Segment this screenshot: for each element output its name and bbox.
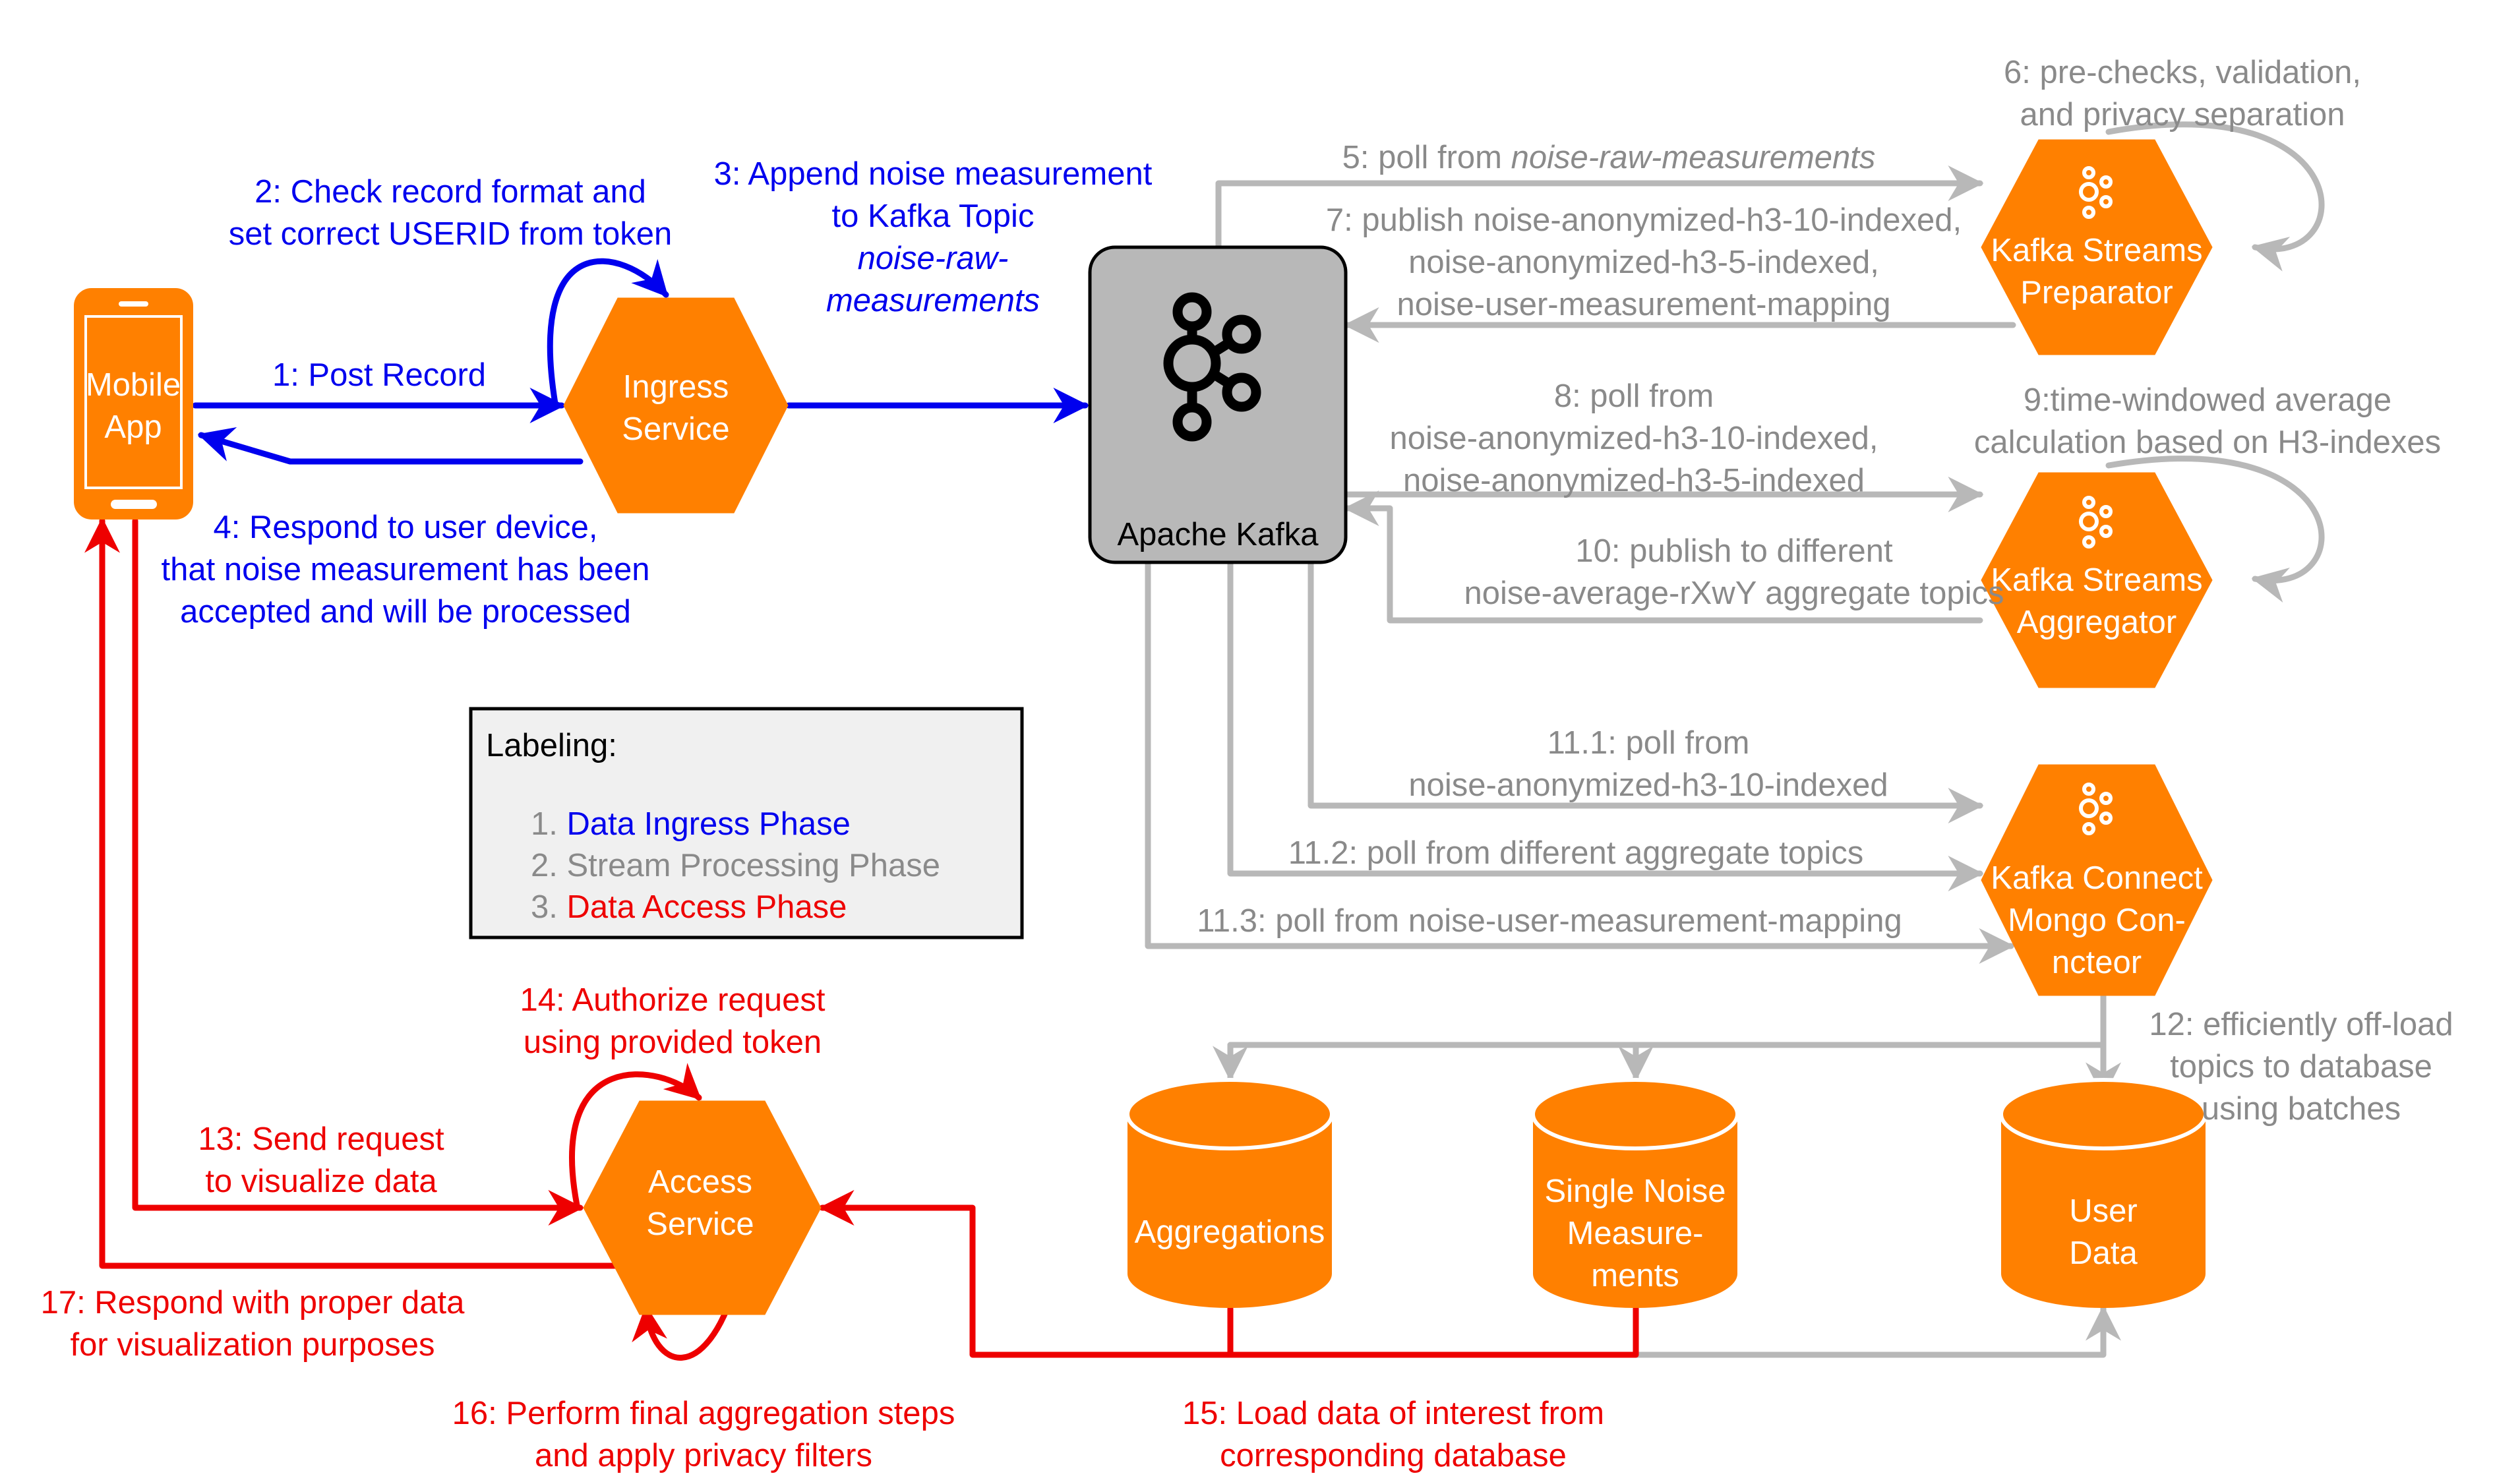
step-11-3-label: 11.3: poll from noise-user-measurement-m… — [1197, 903, 1902, 939]
connectors — [84, 121, 2325, 1361]
step-7-label: 7: publish noise-anonymized-h3-10-indexe… — [1326, 202, 1962, 322]
connect-hexagon — [1981, 764, 2213, 996]
arrow-authorize-loop — [569, 1063, 702, 1208]
kafka-streams-icon — [2079, 783, 2113, 835]
apache-kafka[interactable]: Apache Kafka — [1088, 245, 1348, 564]
arrow-load-user-data — [1633, 1305, 2121, 1358]
ingress-hexagon — [563, 297, 789, 514]
arrow-offload-bus — [1227, 986, 2107, 1048]
step-6-label: 6: pre-checks, validation,and privacy se… — [2004, 55, 2361, 133]
kafka-streams-icon — [2079, 496, 2113, 549]
db-single-top — [1531, 1078, 1739, 1150]
kafka-label: Apache Kafka — [1117, 517, 1319, 552]
arrow-final-aggregation-loop — [632, 1282, 738, 1361]
legend-item-ingress: 1. Data Ingress Phase — [531, 806, 851, 842]
arrow-respond-data — [84, 517, 623, 1269]
arrow-send-request — [132, 518, 584, 1226]
access-hexagon — [583, 1100, 822, 1315]
arrow-preparator-loop — [2105, 121, 2325, 272]
phone-speaker — [119, 301, 148, 307]
db-user-top — [1999, 1078, 2208, 1150]
preparator-hexagon — [1981, 139, 2213, 355]
arrow-load-data — [818, 1190, 1234, 1358]
step-labels: 1: Post Record 2: Check record format an… — [41, 55, 2453, 1473]
arrow-aggregator-loop — [2105, 456, 2325, 603]
arrow-poll-raw — [1215, 165, 1984, 251]
kafka-streams-icon — [2079, 166, 2113, 219]
kafka-logo-icon — [1163, 292, 1261, 442]
legend-title: Labeling: — [486, 728, 617, 763]
step-5-label: 5: poll from noise-raw-measurements — [1342, 140, 1876, 175]
legend-box — [469, 707, 1024, 939]
step-4-label: 4: Respond to user device,that noise mea… — [162, 510, 650, 630]
arrow-respond-device — [197, 427, 584, 465]
db-aggregations-top — [1126, 1078, 1334, 1150]
arrow-check-record-loop — [547, 258, 669, 407]
kafka-box — [1088, 245, 1348, 564]
legend: Labeling: 1. Data Ingress Phase 2. Strea… — [469, 707, 1024, 939]
aggregator-hexagon — [1981, 472, 2213, 688]
db-aggregations-label: Aggregations — [1135, 1214, 1325, 1250]
legend-item-processing: 2. Stream Processing Phase — [531, 848, 940, 883]
arrow-publish-aggregates — [1343, 490, 1983, 624]
step-3-topic: noise-raw-measurements — [826, 241, 1040, 318]
arrow-poll-user-mapping — [1145, 560, 2015, 964]
step-11-2-label: 11.2: poll from different aggregate topi… — [1288, 835, 1864, 871]
phone-home-button — [111, 500, 157, 509]
db-aggregations[interactable]: Aggregations — [1126, 1078, 1334, 1308]
phone-screen — [84, 315, 183, 489]
arrow-poll-anonymized-connect — [1307, 560, 1984, 823]
legend-item-access: 3. Data Access Phase — [531, 889, 847, 925]
arrow-load-data-single — [1227, 1305, 1639, 1358]
arrow-poll-aggregate-topics — [1227, 560, 1984, 891]
step-1-label: 1: Post Record — [272, 357, 486, 393]
